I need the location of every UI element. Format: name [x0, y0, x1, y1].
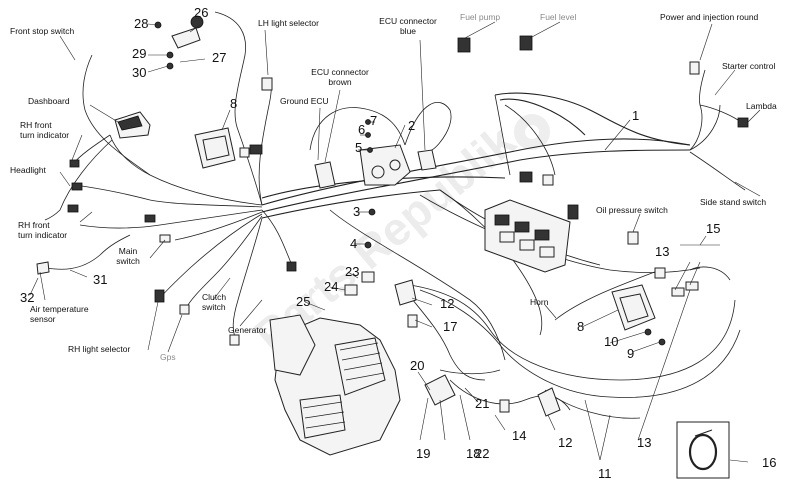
ref-number-20: 20	[410, 358, 424, 373]
label-fuel-level: Fuel level	[540, 12, 576, 22]
ref-number-23: 23	[345, 264, 359, 279]
spark-plug-cap-12-lower	[537, 387, 561, 417]
component-labels: Front stop switch Dashboard Headlight RH…	[10, 12, 777, 362]
main-harness	[261, 92, 691, 219]
ref-number-19: 19	[416, 446, 430, 461]
ref-number-28: 28	[134, 16, 148, 31]
ref-number-9: 9	[627, 346, 634, 361]
label-gps: Gps	[160, 352, 176, 362]
hose-clamp-16	[676, 421, 730, 479]
coil-component-20	[424, 374, 456, 406]
engine-block	[269, 314, 401, 456]
ref-number-14: 14	[512, 428, 526, 443]
ref-number-31: 31	[93, 272, 107, 287]
fuse-box-component	[484, 199, 571, 273]
watermark-logo	[514, 114, 550, 150]
ref-number-4: 4	[350, 236, 357, 251]
label-headlight: Headlight	[10, 165, 47, 175]
ref-number-3: 3	[353, 204, 360, 219]
ecu-connector-brown-component	[314, 161, 336, 189]
ref-number-1: 1	[632, 108, 639, 123]
label-lambda: Lambda	[746, 101, 777, 111]
ref-number-12: 12	[440, 296, 454, 311]
ref-number-10: 10	[604, 334, 618, 349]
ref-number-24: 24	[324, 279, 338, 294]
relay-box-8-right	[611, 284, 656, 331]
ref-number-30: 30	[132, 65, 146, 80]
ref-number-6: 6	[358, 122, 365, 137]
left-harness-branches	[44, 11, 293, 341]
right-harness-branches	[329, 69, 746, 361]
label-dashboard: Dashboard	[28, 96, 70, 106]
ref-number-26: 26	[194, 5, 208, 20]
ref-number-8: 8	[577, 319, 584, 334]
label-lh-light-selector: LH light selector	[258, 18, 319, 28]
label-power-injection-round: Power and injection round	[660, 12, 759, 22]
label-side-stand-switch: Side stand switch	[700, 197, 766, 207]
label-ground-ecu: Ground ECU	[280, 96, 329, 106]
label-starter-control: Starter control	[722, 61, 775, 71]
air-temp-sensor-wire-31	[36, 234, 131, 275]
dashboard-component	[114, 111, 151, 139]
ref-number-25: 25	[296, 294, 310, 309]
ref-number-29: 29	[132, 46, 146, 61]
label-front-stop-switch: Front stop switch	[10, 26, 75, 36]
ecu-component-2	[359, 144, 411, 186]
relay-box-8-left	[194, 127, 236, 169]
ref-number-13: 13	[637, 435, 651, 450]
ref-number-18: 18	[466, 446, 480, 461]
ref-number-8: 8	[230, 96, 237, 111]
ref-number-2: 2	[408, 118, 415, 133]
plug-wires	[404, 289, 641, 419]
label-fuel-pump: Fuel pump	[460, 12, 500, 22]
label-generator: Generator	[228, 325, 266, 335]
ref-number-7: 7	[370, 113, 377, 128]
ecu-bracket-harness	[309, 102, 452, 151]
ref-number-27: 27	[212, 50, 226, 65]
ref-number-12: 12	[558, 435, 572, 450]
ref-number-22: 22	[475, 446, 489, 461]
label-horn: Horn	[530, 297, 549, 307]
lower-harness	[409, 266, 741, 398]
ref-number-32: 32	[20, 290, 34, 305]
leader-lines	[29, 21, 761, 463]
ref-number-21: 21	[475, 396, 489, 411]
ecu-connector-blue-component	[417, 149, 437, 171]
ref-number-15: 15	[706, 221, 720, 236]
connector-pieces	[67, 35, 749, 413]
ref-number-5: 5	[355, 140, 362, 155]
ref-number-13: 13	[655, 244, 669, 259]
ref-number-11: 11	[598, 466, 612, 481]
label-oil-pressure-switch: Oil pressure switch	[596, 205, 668, 215]
spark-plug-cap-12-upper	[394, 279, 417, 306]
label-rh-light-selector: RH light selector	[68, 344, 131, 354]
ref-number-16: 16	[762, 455, 776, 470]
ref-number-17: 17	[443, 319, 457, 334]
